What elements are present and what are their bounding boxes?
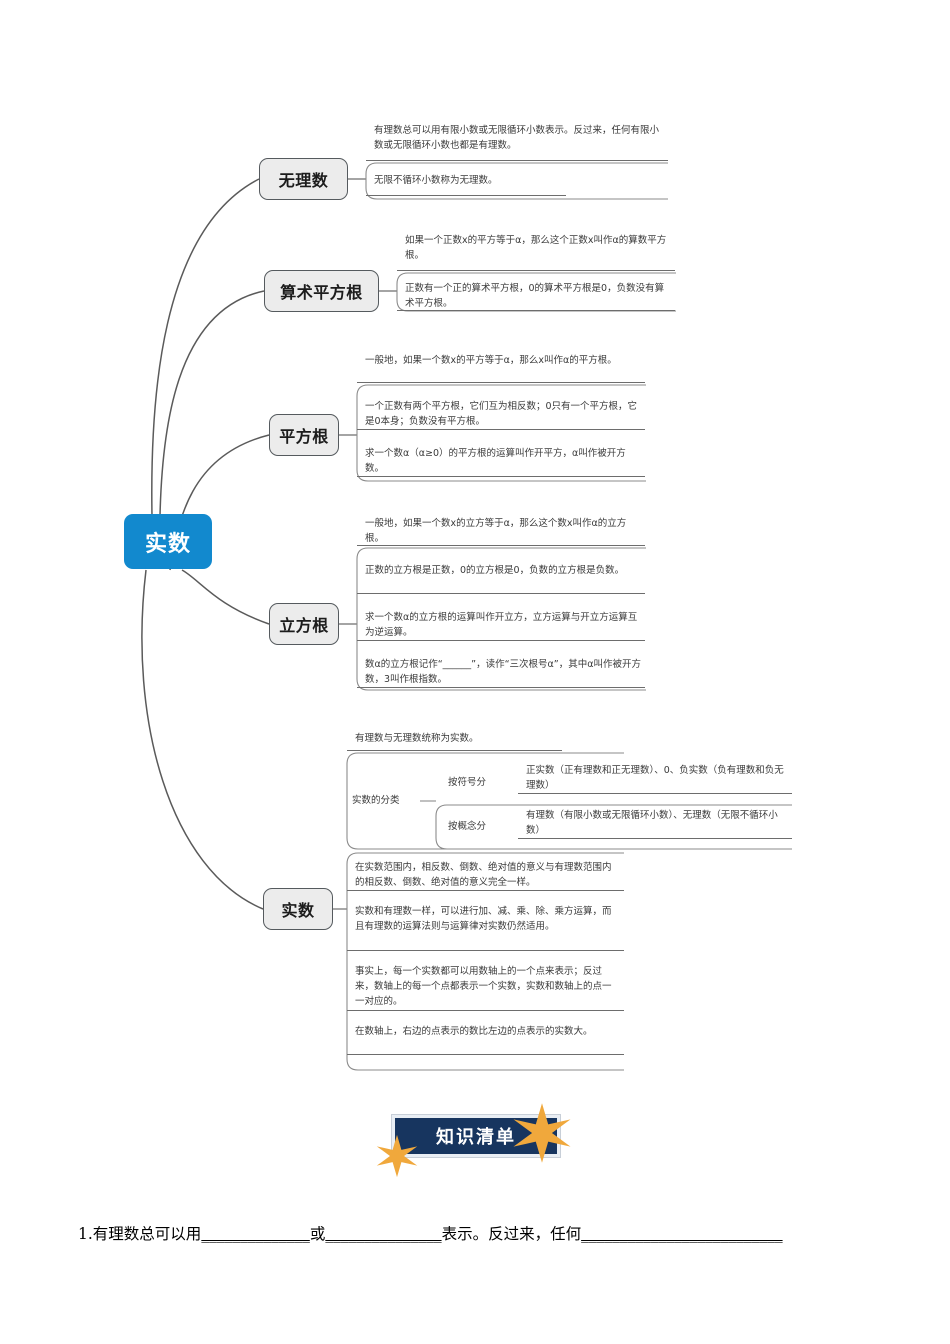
question-line-1: 1.有理数总可以用______________或_______________表… [78,1222,888,1244]
detail-underline [397,310,675,311]
question-blank-3[interactable]: __________________________ [581,1225,783,1243]
question-part-1: 有理数总可以用 [92,1225,202,1243]
branch-node-cube-root[interactable]: 立方根 [269,603,339,645]
detail-underline [347,950,624,951]
detail-text: 有理数（有限小数或无限循环小数）、无理数（无限不循环小数） [526,810,778,836]
detail-text: 有理数与无理数统称为实数。 [355,733,479,744]
detail-text: 在实数范围内，相反数、倒数、绝对值的意义与有理数范围内的相反数、倒数、绝对值的意… [355,862,612,888]
question-part-2: 或 [309,1225,326,1243]
classification-item-text: 正实数（正有理数和正无理数）、0、负实数（负有理数和负无理数） [518,760,792,794]
branch-label: 平方根 [279,427,329,446]
detail-item: 在数轴上，右边的点表示的数比左边的点表示的实数大。 [347,1021,624,1055]
detail-item: 无限不循环小数称为无理数。 [366,170,566,196]
detail-text: 无限不循环小数称为无理数。 [374,175,498,186]
detail-underline [347,890,624,891]
branch-label: 立方根 [279,616,329,635]
classification-item-label: 按概念分 [448,820,508,834]
branch-node-arithmetic-square-root[interactable]: 算术平方根 [264,270,379,312]
detail-item: 有理数与无理数统称为实数。 [347,728,562,751]
detail-item: 如果一个正数x的平方等于α，那么这个正数x叫作α的算数平方根。 [397,230,675,271]
branch-node-irrational[interactable]: 无理数 [259,158,348,200]
detail-item: 正数的立方根是正数，0的立方根是0，负数的立方根是负数。 [357,560,645,594]
detail-text: 正数有一个正的算术平方根，0的算术平方根是0，负数没有算术平方根。 [405,283,665,309]
detail-text: 一般地，如果一个数x的平方等于α，那么x叫作α的平方根。 [365,355,617,366]
detail-item: 事实上，每一个实数都可以用数轴上的一个点来表示；反过来，数轴上的每一个点都表示一… [347,961,624,1011]
detail-underline [357,382,645,383]
detail-item: 正数有一个正的算术平方根，0的算术平方根是0，负数没有算术平方根。 [397,278,675,311]
branch-label: 实数 [281,901,315,920]
detail-underline [357,687,645,688]
detail-underline [518,793,792,794]
detail-underline [518,838,792,839]
detail-item: 在实数范围内，相反数、倒数、绝对值的意义与有理数范围内的相反数、倒数、绝对值的意… [347,857,624,891]
detail-text: 事实上，每一个实数都可以用数轴上的一个点来表示；反过来，数轴上的每一个点都表示一… [355,966,612,1007]
root-node[interactable]: 实数 [124,514,212,569]
classification-label-text: 实数的分类 [352,795,400,806]
detail-item: 求一个数α的立方根的运算叫作开立方，立方运算与开立方运算互为逆运算。 [357,607,645,641]
classification-item-text: 有理数（有限小数或无限循环小数）、无理数（无限不循环小数） [518,805,792,839]
detail-underline [347,750,562,751]
detail-underline [357,429,645,430]
branch-label: 算术平方根 [280,283,363,302]
detail-item: 实数和有理数一样，可以进行加、减、乘、除、乘方运算，而且有理数的运算法则与运算律… [347,901,624,951]
root-node-label: 实数 [144,531,191,557]
detail-text: 在数轴上，右边的点表示的数比左边的点表示的实数大。 [355,1026,593,1037]
detail-text: 有理数总可以用有限小数或无限循环小数表示。反过来，任何有限小数或无限循环小数也都… [374,125,660,151]
detail-text: 求一个数α（α≥0）的平方根的运算叫作开平方，α叫作被开方数。 [365,448,626,474]
classification-item-label-text: 按符号分 [448,777,487,788]
detail-text: 如果一个正数x的平方等于α，那么这个正数x叫作α的算数平方根。 [405,235,667,261]
detail-underline [347,1054,624,1055]
star-icon-top-right [513,1103,571,1163]
detail-text: 求一个数α的立方根的运算叫作开立方，立方运算与开立方运算互为逆运算。 [365,612,638,638]
question-part-3: 表示。反过来，任何 [441,1225,582,1243]
detail-text: 一个正数有两个平方根，它们互为相反数；0只有一个平方根，它是0本身；负数没有平方… [365,401,638,427]
detail-text: 实数和有理数一样，可以进行加、减、乘、除、乘方运算，而且有理数的运算法则与运算律… [355,906,612,932]
detail-text: 正数的立方根是正数，0的立方根是0，负数的立方根是负数。 [365,565,625,576]
detail-text: 数α的立方根记作“______”，读作“三次根号α”，其中α叫作被开方数，3叫作… [365,659,641,685]
detail-underline [357,593,645,594]
branch-node-real-number[interactable]: 实数 [263,888,333,930]
banner-label: 知识清单 [436,1127,516,1148]
detail-item: 一般地，如果一个数x的平方等于α，那么x叫作α的平方根。 [357,350,645,383]
detail-underline [357,476,645,477]
detail-text: 一般地，如果一个数x的立方等于α，那么这个数x叫作α的立方根。 [365,518,627,544]
question-blank-2[interactable]: _______________ [325,1225,442,1243]
detail-underline [366,195,566,196]
classification-item-label-text: 按概念分 [448,821,487,832]
detail-item: 有理数总可以用有限小数或无限循环小数表示。反过来，任何有限小数或无限循环小数也都… [366,120,668,161]
star-icon-bottom-left [376,1134,418,1178]
detail-text: 正实数（正有理数和正无理数）、0、负实数（负有理数和负无理数） [526,765,784,791]
detail-underline [357,545,645,546]
detail-item: 一般地，如果一个数x的立方等于α，那么这个数x叫作α的立方根。 [357,513,645,546]
knowledge-list-banner[interactable]: 知识清单 [376,1103,571,1178]
detail-item: 求一个数α（α≥0）的平方根的运算叫作开平方，α叫作被开方数。 [357,443,645,477]
detail-underline [357,640,645,641]
detail-underline [347,1010,624,1011]
detail-item: 数α的立方根记作“______”，读作“三次根号α”，其中α叫作被开方数，3叫作… [357,654,645,688]
detail-underline [366,160,668,161]
classification-label: 实数的分类 [352,794,422,808]
detail-underline [397,270,675,271]
branch-node-square-root[interactable]: 平方根 [269,414,339,456]
classification-item-label: 按符号分 [448,776,508,790]
question-number: 1. [78,1225,93,1243]
branch-label: 无理数 [278,171,329,190]
question-blank-1[interactable]: ______________ [201,1225,310,1243]
detail-item: 一个正数有两个平方根，它们互为相反数；0只有一个平方根，它是0本身；负数没有平方… [357,396,645,430]
